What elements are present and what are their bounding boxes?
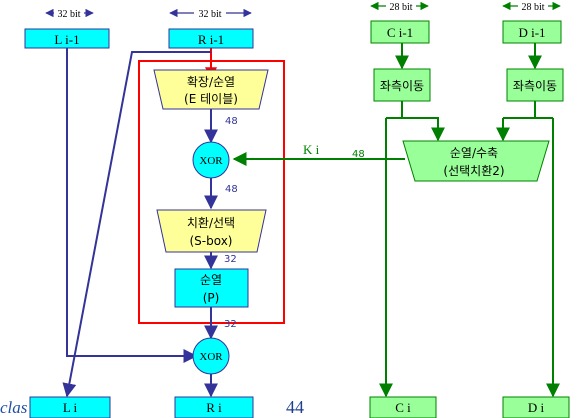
perm-label-2: (P) xyxy=(203,291,220,305)
bits-32-after-perm: 32 xyxy=(224,319,237,330)
sbox-box: 치환/선택 (S-box) xyxy=(156,209,267,253)
box-r-in: R i-1 xyxy=(168,28,254,49)
box-r-out-label: R i xyxy=(206,400,222,415)
width-indicator-c: 28 bit xyxy=(370,0,429,13)
box-l-in: L i-1 xyxy=(24,28,110,49)
width-indicator-r: 32 bit xyxy=(169,6,252,20)
sbox-label-2: (S-box) xyxy=(189,234,232,248)
pc2-box: 순열/수축 (선택치환2) xyxy=(402,140,550,182)
pc2-label-1: 순열/수축 xyxy=(450,146,498,160)
permutation-box: 순열 (P) xyxy=(174,268,249,308)
bits-32-after-sbox: 32 xyxy=(224,254,237,265)
box-l-out: L i xyxy=(29,396,111,418)
perm-label-1: 순열 xyxy=(200,273,222,287)
width-indicator-l: 32 bit xyxy=(45,6,94,20)
box-d-in: D i-1 xyxy=(502,20,562,44)
shift-c-label: 좌측이동 xyxy=(380,79,424,93)
expansion-label-1: 확장/순열 xyxy=(187,75,235,89)
width-indicator-d: 28 bit xyxy=(502,0,561,13)
expansion-box: 확장/순열 (E 테이블) xyxy=(153,69,269,110)
box-r-out: R i xyxy=(174,396,254,418)
sbox-label-1: 치환/선택 xyxy=(187,216,235,230)
box-d-in-label: D i-1 xyxy=(518,25,545,40)
xor-circle-1: XOR xyxy=(192,141,230,179)
key-datapath xyxy=(232,43,560,398)
subkey-label: K i xyxy=(303,142,320,157)
box-d-out: D i xyxy=(502,396,570,418)
expansion-label-2: (E 테이블) xyxy=(184,92,238,106)
box-d-out-label: D i xyxy=(528,400,545,415)
box-c-in: C i-1 xyxy=(370,20,430,44)
xor-1-label: XOR xyxy=(199,155,223,167)
bits-48-after-xor: 48 xyxy=(225,184,238,195)
width-label-l: 32 bit xyxy=(57,9,80,20)
slide-number: 44 xyxy=(286,397,304,417)
shift-d-box: 좌측이동 xyxy=(506,68,564,102)
width-label-r: 32 bit xyxy=(198,9,221,20)
box-c-in-label: C i-1 xyxy=(387,25,413,40)
shift-c-box: 좌측이동 xyxy=(373,68,431,102)
box-c-out: C i xyxy=(369,396,437,418)
width-label-c: 28 bit xyxy=(389,2,412,13)
box-r-in-label: R i-1 xyxy=(198,32,224,47)
width-label-d: 28 bit xyxy=(521,2,544,13)
box-c-out-label: C i xyxy=(395,400,411,415)
footer-left-text: clas xyxy=(0,398,28,417)
bits-48-after-expansion: 48 xyxy=(225,116,238,127)
xor-circle-2: XOR xyxy=(192,337,230,375)
xor-2-label: XOR xyxy=(199,351,223,363)
box-l-in-label: L i-1 xyxy=(54,32,79,47)
bits-48-subkey: 48 xyxy=(352,149,365,160)
pc2-label-2: (선택치환2) xyxy=(443,164,504,178)
shift-d-label: 좌측이동 xyxy=(513,79,557,93)
box-l-out-label: L i xyxy=(63,400,78,415)
